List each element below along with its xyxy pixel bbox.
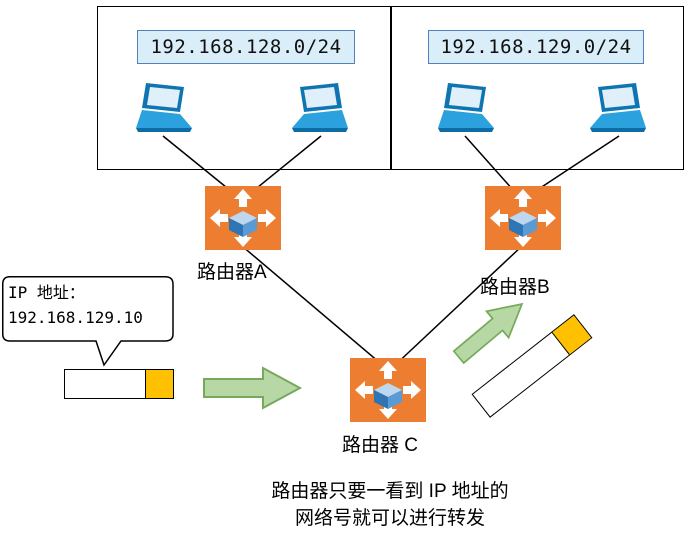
caption: 路由器只要一看到 IP 地址的 网络号就可以进行转发 — [170, 478, 610, 532]
forward-arrow-icon — [203, 366, 303, 410]
subnet-box-left — [97, 6, 392, 170]
router-label-b: 路由器B — [480, 277, 550, 298]
laptop-icon — [586, 82, 652, 138]
cidr-label-right: 192.168.129.0/24 — [428, 30, 644, 64]
router-label-a: 路由器A — [197, 262, 267, 283]
caption-line-2: 网络号就可以进行转发 — [294, 508, 485, 529]
packet-header-segment — [145, 370, 173, 398]
forward-arrow-icon — [445, 287, 537, 373]
ip-address-value: 192.168.129.10 — [8, 308, 143, 327]
router-icon-a — [205, 186, 281, 250]
caption-line-1: 路由器只要一看到 IP 地址的 — [271, 481, 509, 502]
ip-address-title: IP 地址： — [8, 283, 85, 302]
router-icon-b — [485, 186, 561, 250]
ip-address-callout — [2, 276, 182, 371]
laptop-icon — [432, 82, 498, 138]
ip-address-text: IP 地址： 192.168.129.10 — [8, 280, 143, 330]
router-label-c: 路由器 C — [342, 435, 419, 456]
laptop-icon — [288, 82, 354, 138]
laptop-icon — [130, 82, 196, 138]
cidr-label-left: 192.168.128.0/24 — [137, 30, 355, 64]
router-icon-c — [350, 358, 426, 422]
ip-packet — [64, 369, 174, 399]
